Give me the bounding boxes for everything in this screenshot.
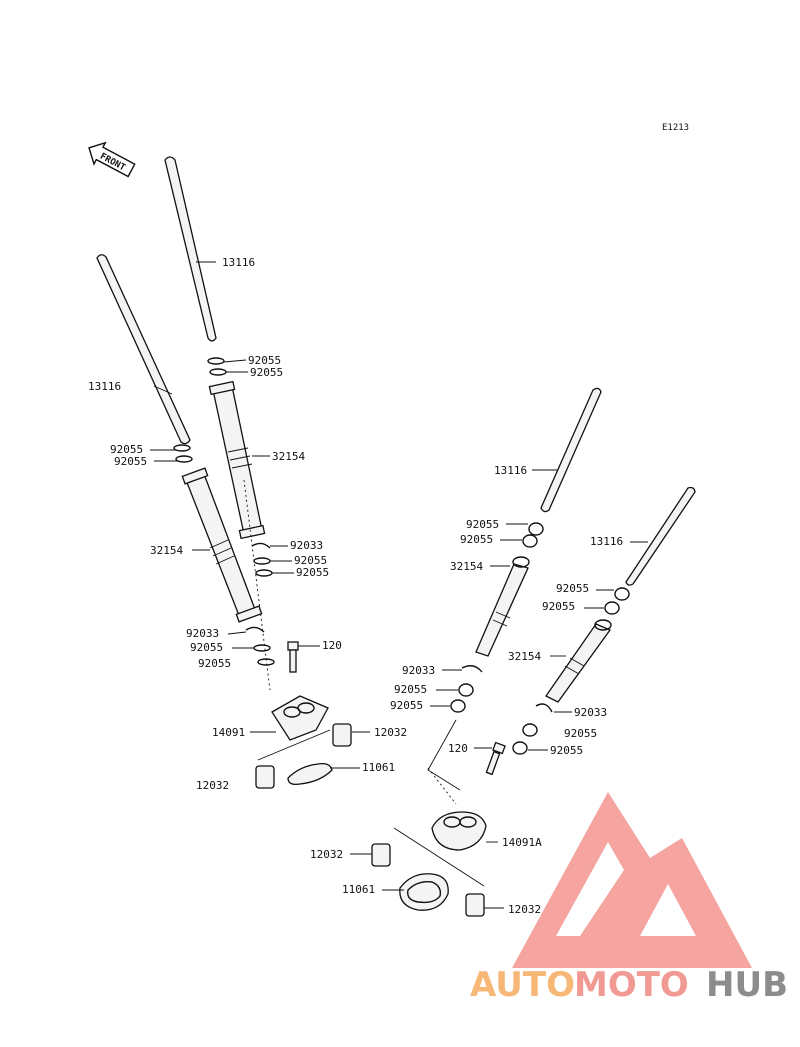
watermark-text: AUTO MOTO HUB (470, 965, 788, 1005)
pushrod-a (164, 156, 217, 342)
pushrod-b (96, 254, 191, 445)
label-washer-15: 92055 (564, 727, 597, 740)
label-gasket-a: 11061 (362, 761, 395, 774)
label-washer-1: 92055 (248, 354, 281, 367)
label-pushrod-a: 13116 (222, 256, 255, 269)
label-cover-c: 32154 (450, 560, 483, 573)
label-cover-d: 32154 (508, 650, 541, 663)
label-washer-3: 92055 (110, 443, 143, 456)
svg-text:MOTO: MOTO (574, 965, 689, 1005)
label-pushrod-b: 13116 (88, 380, 121, 393)
label-washer-2: 92055 (250, 366, 283, 379)
watermark-logo (512, 792, 752, 968)
label-pushrod-d: 13116 (590, 535, 623, 548)
label-cover-a: 32154 (272, 450, 305, 463)
label-bolt-b: 120 (448, 742, 468, 755)
dowel-pin-right-2 (465, 893, 485, 917)
washer-group-right-top (522, 522, 630, 615)
svg-text:AUTO: AUTO (470, 965, 575, 1005)
gasket-a (287, 762, 333, 786)
label-holder-a: 14091 (212, 726, 245, 739)
label-bolt-a: 120 (322, 639, 342, 652)
label-clip-b: 92033 (186, 627, 219, 640)
dowel-pin-left-2 (255, 765, 275, 789)
label-dowel-b: 12032 (196, 779, 229, 792)
front-arrow-icon: FRONT (88, 141, 136, 178)
label-washer-10: 92055 (460, 533, 493, 546)
label-dowel-a: 12032 (374, 726, 407, 739)
label-washer-11: 92055 (556, 582, 589, 595)
label-washer-9: 92055 (466, 518, 499, 531)
label-holder-b: 14091A (502, 836, 542, 849)
label-cover-b: 32154 (150, 544, 183, 557)
dowel-pin-right-1 (371, 843, 391, 867)
label-gasket-b: 11061 (342, 883, 375, 896)
label-washer-14: 92055 (390, 699, 423, 712)
label-washer-6: 92055 (296, 566, 329, 579)
label-pushrod-c: 13116 (494, 464, 527, 477)
washer-group-right-mid (450, 665, 553, 755)
label-dowel-d: 12032 (508, 903, 541, 916)
label-clip-c: 92033 (402, 664, 435, 677)
label-washer-16: 92055 (550, 744, 583, 757)
label-washer-5: 92055 (294, 554, 327, 567)
label-clip-d: 92033 (574, 706, 607, 719)
bolt-a (287, 641, 299, 673)
pushrod-cover-c (475, 556, 530, 657)
label-washer-7: 92055 (190, 641, 223, 654)
label-washer-12: 92055 (542, 600, 575, 613)
pushrod-c (540, 387, 602, 513)
label-washer-13: 92055 (394, 683, 427, 696)
dowel-pin-left-1 (332, 723, 352, 747)
pushrod-cover-d (545, 619, 612, 703)
gasket-b (399, 873, 449, 911)
pushrod-holder-a (271, 695, 329, 741)
label-dowel-c: 12032 (310, 848, 343, 861)
svg-text:HUB: HUB (706, 965, 788, 1005)
label-washer-4: 92055 (114, 455, 147, 468)
label-washer-8: 92055 (198, 657, 231, 670)
pushrod-cover-a (208, 380, 266, 540)
pushrod-holder-b (431, 811, 487, 851)
pushrod-d (625, 486, 696, 586)
bolt-b (485, 741, 506, 776)
diagram-code: E1213 (662, 123, 689, 133)
washer-group-left-top (173, 357, 227, 463)
label-clip-a: 92033 (290, 539, 323, 552)
pushrod-cover-b (181, 467, 263, 623)
